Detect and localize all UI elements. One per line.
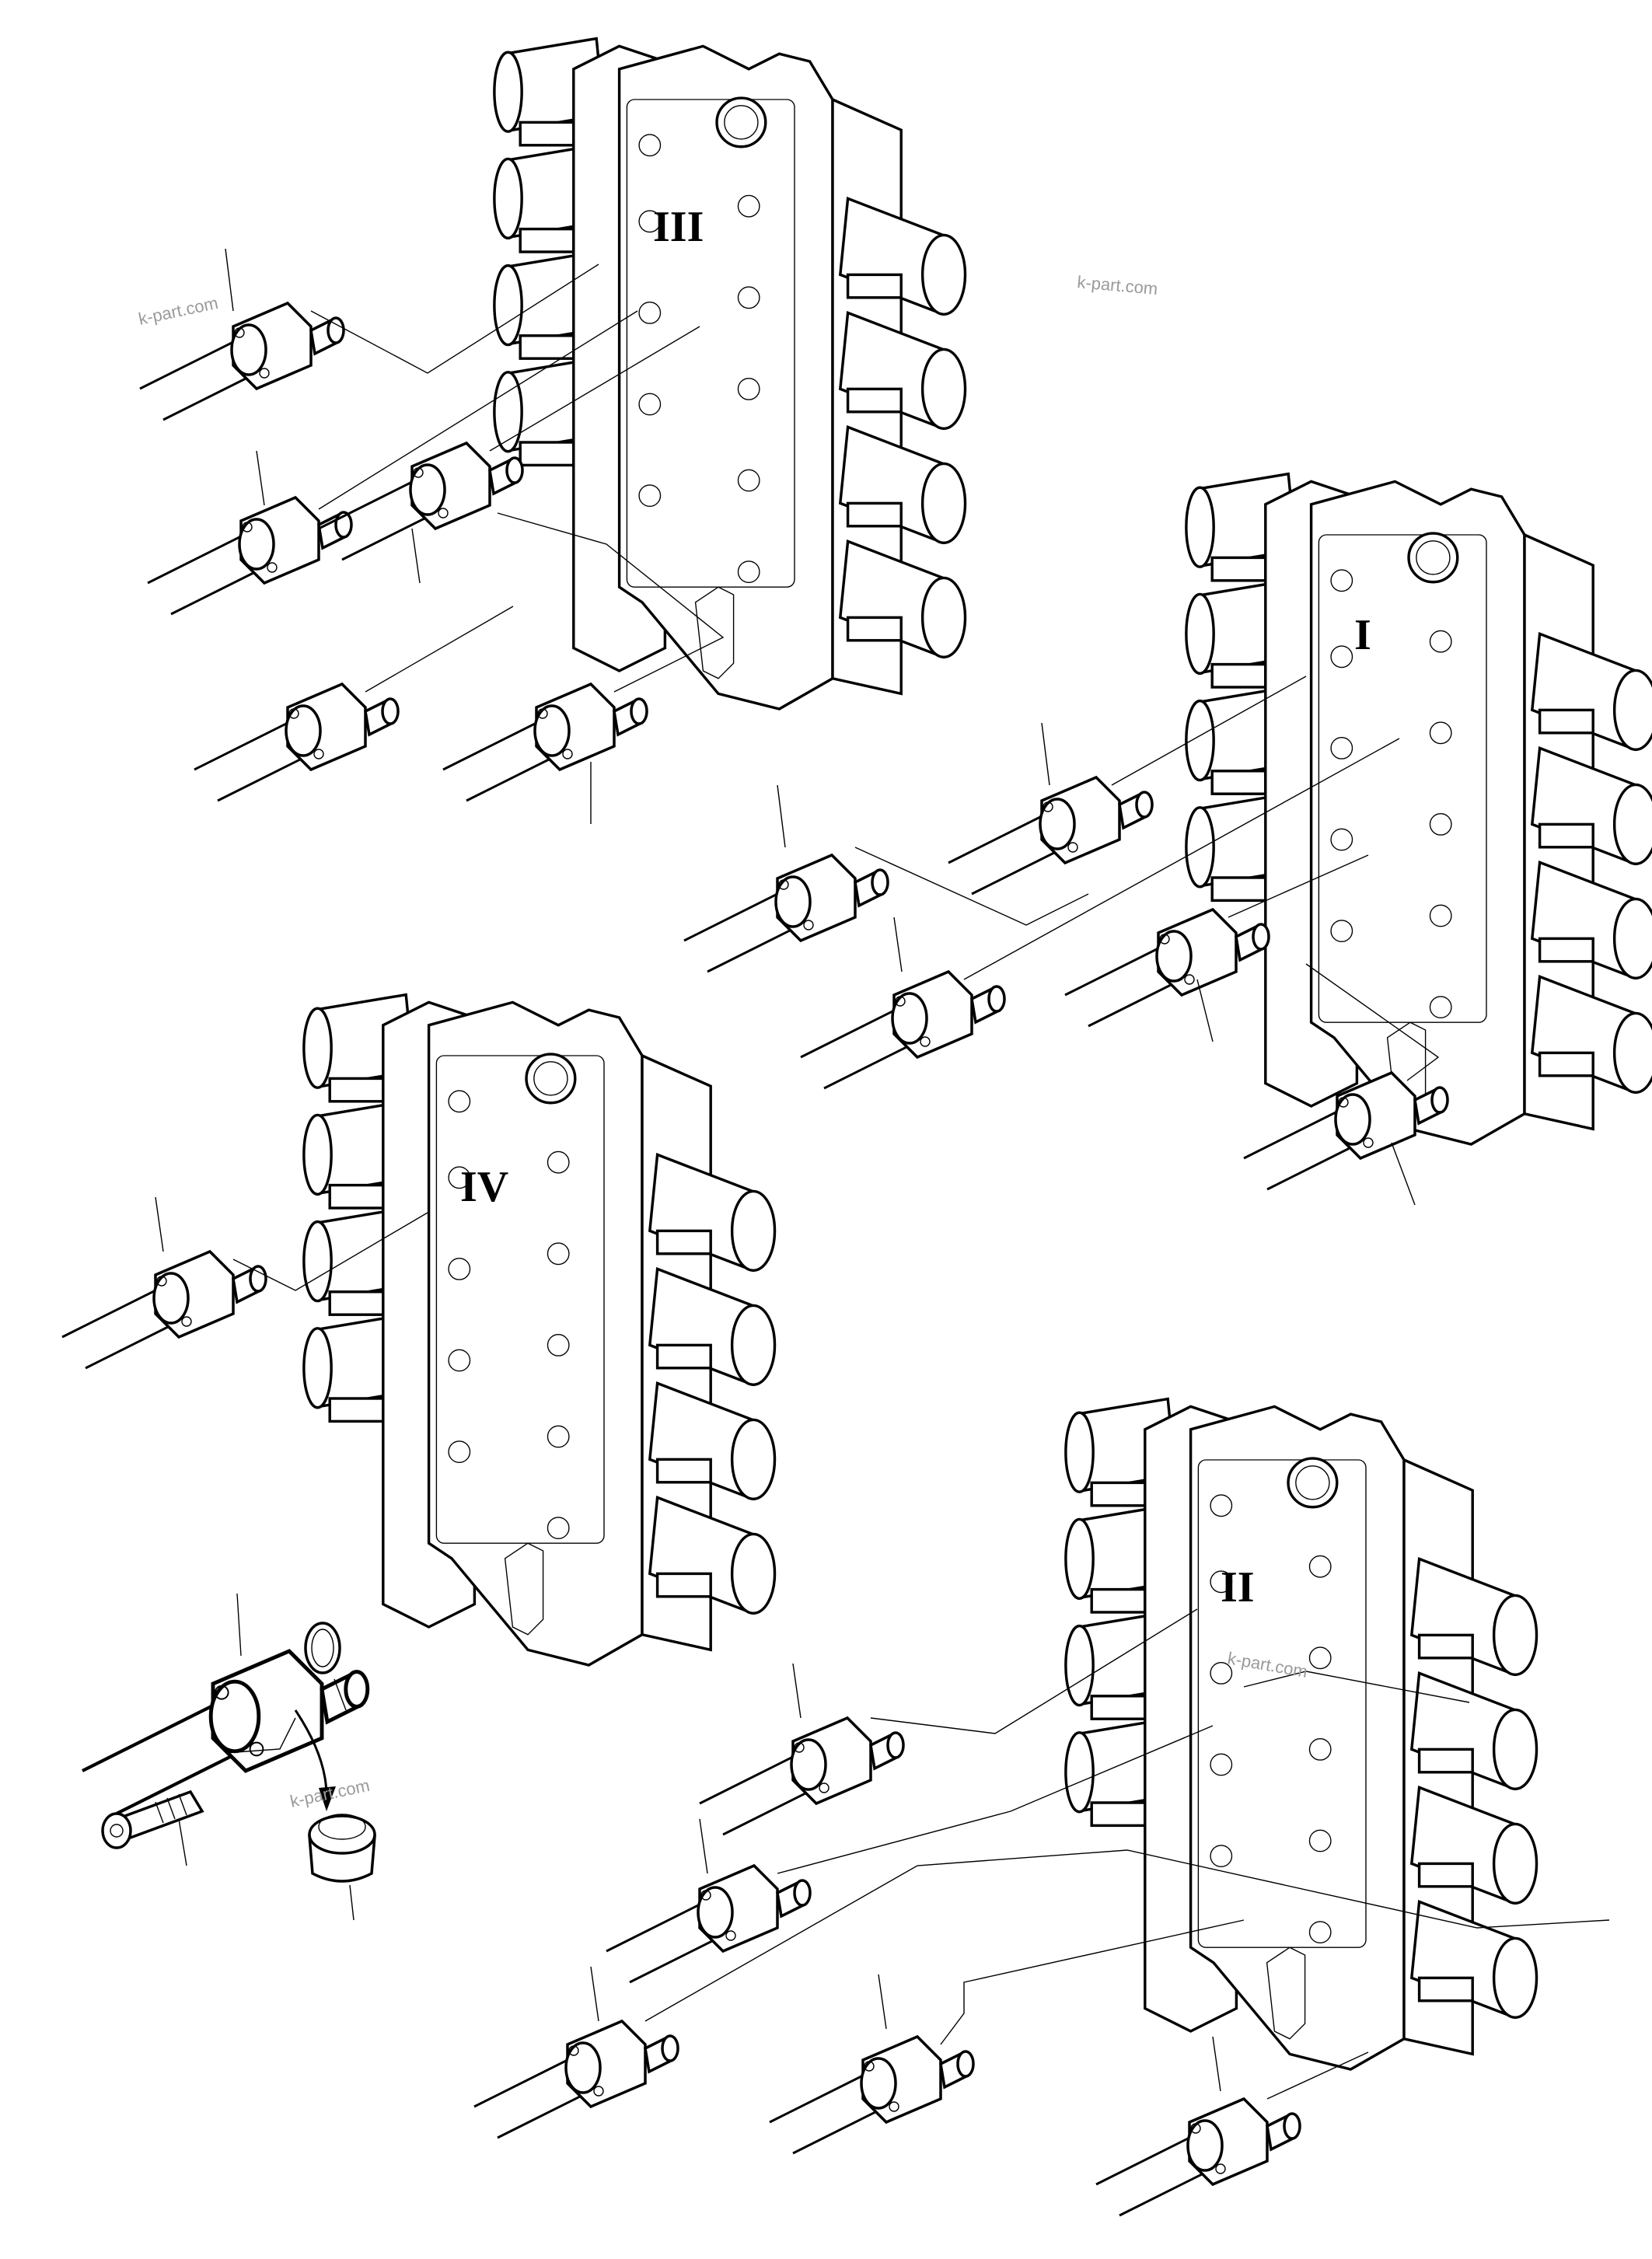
valve-block-ii	[1064, 1397, 1538, 2071]
hose-fitting	[317, 442, 524, 561]
fittings-block-iii	[138, 248, 725, 824]
block-label-ii: II	[1221, 1563, 1255, 1611]
hose-fitting	[1063, 908, 1270, 1028]
fittings-block-iv	[61, 1196, 428, 1370]
hose-fitting	[698, 1716, 905, 1836]
hose-fitting	[1095, 2097, 1301, 2217]
hose-fitting	[473, 2020, 679, 2139]
block-label-i: I	[1354, 611, 1371, 659]
watermark: k-part.com	[137, 293, 220, 329]
detail-parts	[82, 1593, 376, 1921]
fittings-block-ii	[473, 1608, 1610, 2217]
hose-fitting	[146, 496, 353, 616]
valve-block-iii	[493, 37, 967, 711]
hose-fitting	[605, 1864, 812, 1984]
block-label-iii: III	[653, 203, 704, 251]
hose-fitting	[947, 776, 1154, 896]
o-ring	[304, 1622, 341, 1674]
fittings-block-i	[683, 676, 1449, 1206]
block-label-iv: IV	[460, 1163, 508, 1211]
plug-cap	[308, 1814, 376, 1921]
valve-block-iv	[302, 993, 777, 1667]
hose-fitting	[442, 683, 648, 802]
watermark: k-part.com	[288, 1775, 372, 1811]
watermark: k-part.com	[1077, 272, 1159, 299]
hose-fitting	[193, 683, 400, 802]
hose-fitting	[768, 2035, 975, 2155]
hose-fitting	[61, 1250, 267, 1370]
hose-fitting	[799, 970, 1006, 1090]
hose-fitting	[683, 854, 889, 973]
cap-screw	[101, 1789, 204, 1866]
